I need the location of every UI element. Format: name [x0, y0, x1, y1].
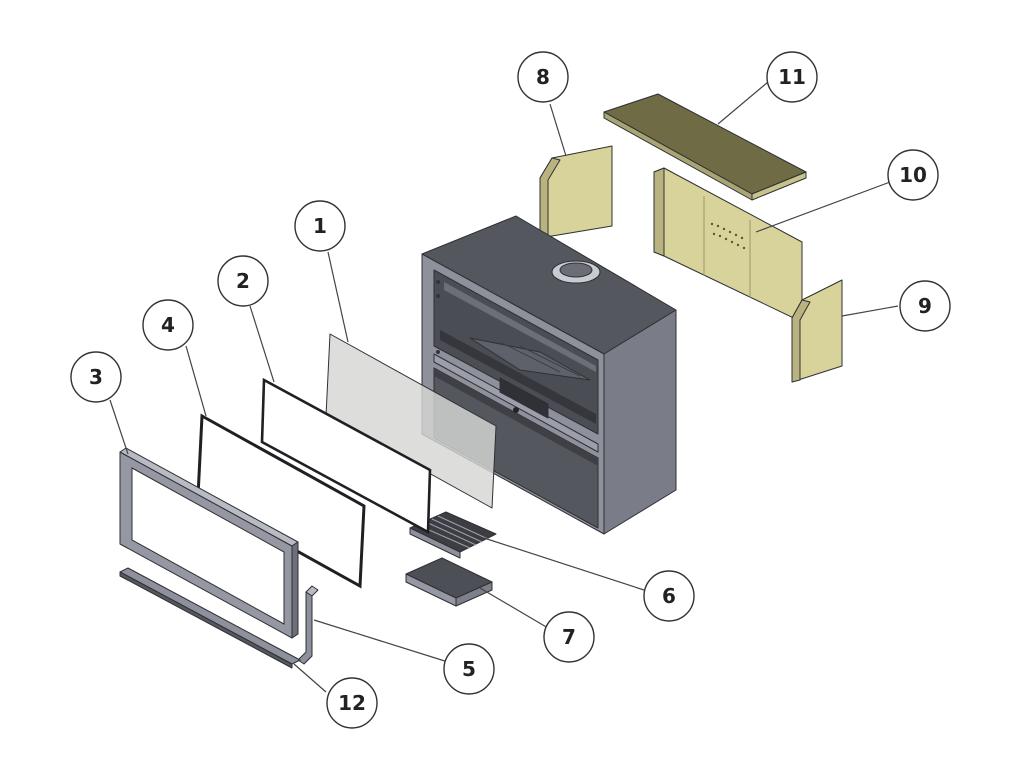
callout-label: 1 [313, 214, 327, 238]
part-1-door-glass [325, 333, 497, 509]
callout-12: 12 [326, 677, 378, 729]
part-6-grate [409, 511, 497, 559]
stove-body [421, 215, 677, 535]
leader-8 [549, 103, 567, 157]
callout-circle [517, 51, 569, 103]
part-2-glass-gasket [260, 377, 432, 535]
leader-3 [109, 399, 129, 455]
part-12-bottom-trim [119, 567, 301, 669]
callout-label: 4 [161, 313, 175, 337]
leader-11 [717, 81, 769, 125]
callout-6: 6 [643, 570, 695, 622]
part-7-ash-pan [405, 557, 493, 607]
callout-7: 7 [543, 611, 595, 663]
part-3-door-frame [119, 447, 299, 639]
callout-3: 3 [70, 351, 122, 403]
callout-label: 7 [562, 625, 576, 649]
part-10-rear-firebrick [653, 167, 803, 323]
callout-circle [326, 677, 378, 729]
callout-circle [766, 51, 818, 103]
flue-collar [551, 260, 601, 284]
callout-1: 1 [294, 200, 346, 252]
leader-1 [327, 251, 349, 343]
callout-9: 9 [899, 280, 951, 332]
part-9-right-firebrick [791, 279, 843, 383]
callout-label: 10 [899, 163, 927, 187]
callout-circle [443, 643, 495, 695]
leader-lines [109, 81, 899, 693]
callout-circle [899, 280, 951, 332]
callout-label: 5 [462, 657, 476, 681]
callout-circle [217, 255, 269, 307]
leader-4 [185, 345, 207, 417]
callout-label: 11 [778, 65, 806, 89]
part-8-left-firebrick [539, 145, 613, 239]
leader-10 [755, 181, 891, 233]
callout-5: 5 [443, 643, 495, 695]
callout-11: 11 [766, 51, 818, 103]
leader-5 [313, 619, 449, 663]
leader-9 [841, 305, 899, 317]
callout-label: 6 [662, 584, 676, 608]
part-4-door-seal [196, 413, 366, 589]
vent-holes [710, 222, 746, 250]
callout-circle [887, 149, 939, 201]
callout-circle [142, 299, 194, 351]
callout-circle [294, 200, 346, 252]
callout-label: 9 [918, 294, 932, 318]
callout-label: 12 [338, 691, 366, 715]
callout-8: 8 [517, 51, 569, 103]
callout-label: 2 [236, 269, 250, 293]
callout-label: 3 [89, 365, 103, 389]
callout-4: 4 [142, 299, 194, 351]
callout-circle [543, 611, 595, 663]
leader-7 [479, 587, 549, 629]
leader-6 [483, 537, 645, 591]
callout-circle [70, 351, 122, 403]
callout-2: 2 [217, 255, 269, 307]
part-11-top-baffle [603, 93, 807, 201]
leader-12 [293, 663, 327, 693]
callout-10: 10 [887, 149, 939, 201]
leader-2 [249, 305, 275, 383]
callout-circle [643, 570, 695, 622]
part-5-door-handle [297, 585, 319, 665]
callout-label: 8 [536, 65, 550, 89]
